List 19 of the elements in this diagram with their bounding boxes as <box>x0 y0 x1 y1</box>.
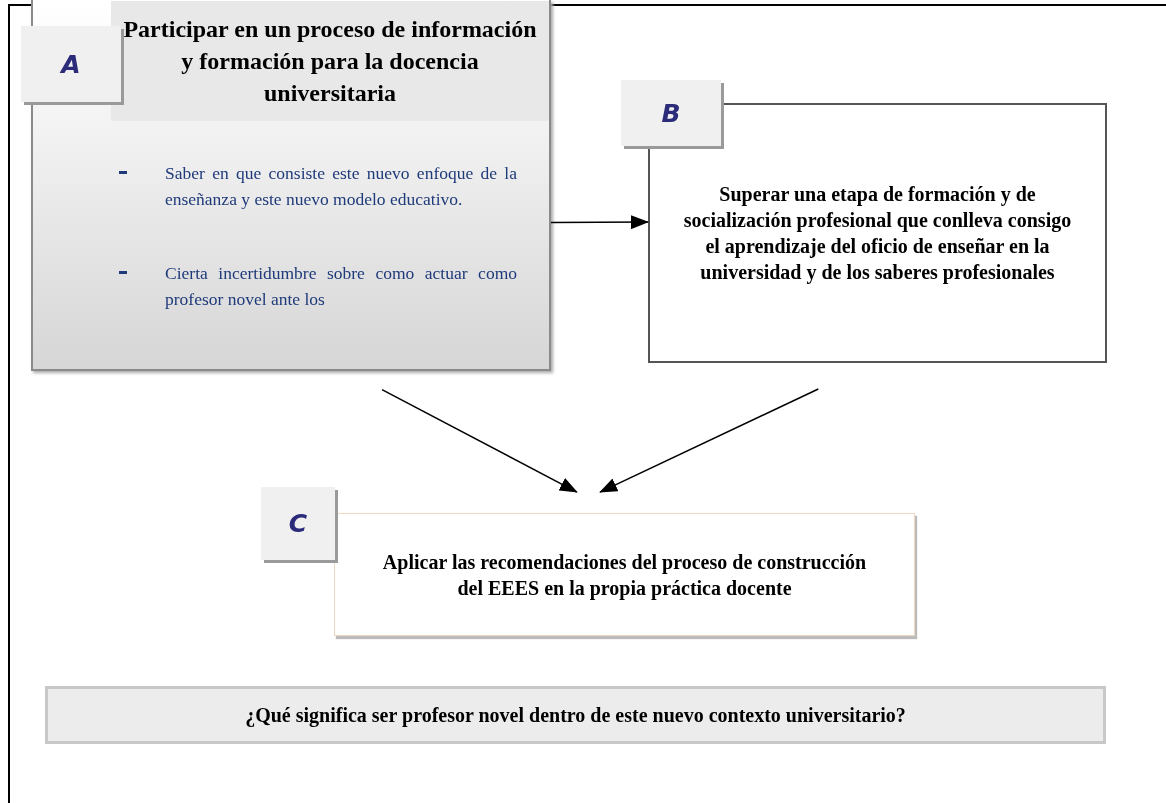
bullet-text: Cierta incertidumbre sobre como actuar como profesor novel ante los <box>165 262 517 311</box>
process-box <box>31 0 551 371</box>
letter-tab <box>621 80 721 146</box>
arrow <box>550 215 649 230</box>
process-box <box>334 513 915 636</box>
box-text: Aplicar las recomendaciones del proceso de construcción del EEES en la propia práctica docente <box>381 549 868 601</box>
box-text: Superar una etapa de formación y de socialización profesional que conlleva consigo el aprendizaje del oficio de enseñar en la universidad y de los saberes profesionales <box>682 182 1073 285</box>
process-box <box>648 103 1107 363</box>
bullet-text: Saber en que consiste este nuevo enfoque de la enseñanza y este nuevo modelo educativo. <box>165 162 517 211</box>
letter-tab <box>261 487 335 560</box>
arrow <box>599 388 820 493</box>
step-letter: A <box>61 49 81 79</box>
step-letter: C <box>288 509 308 538</box>
step-letter: B <box>661 98 681 128</box>
question-box <box>45 686 1106 744</box>
heading-band: Participar en un proceso de información y formación para la docencia universitaria <box>111 1 549 121</box>
arrow <box>381 388 578 493</box>
box-text: ¿Qué significa ser profesor novel dentro de este nuevo contexto universitario? <box>245 703 906 727</box>
letter-tab <box>21 26 121 102</box>
